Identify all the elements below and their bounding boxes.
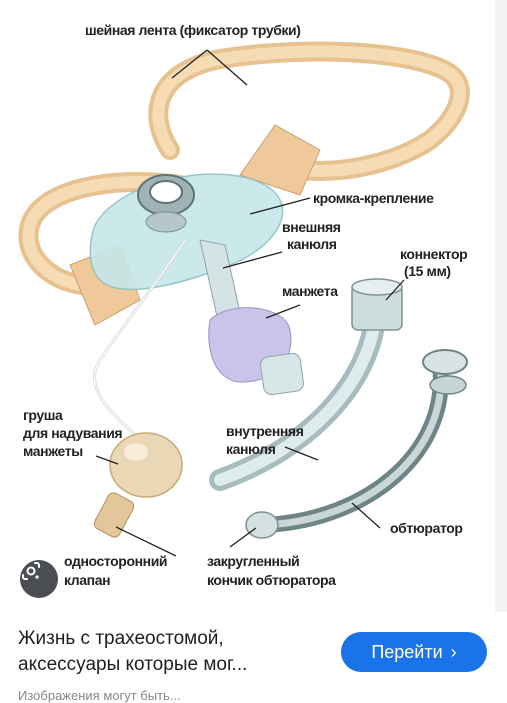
tracheostomy-diagram (0, 0, 495, 612)
pilot-balloon (109, 432, 183, 498)
obturator-tip (245, 511, 279, 539)
label-valve-1: односторонний (64, 553, 168, 569)
label-obturator: обтюратор (390, 520, 463, 536)
label-inner-cannula-1: внутренняя (226, 423, 304, 439)
visit-button-label: Перейти (371, 641, 443, 662)
flange (89, 173, 284, 291)
visit-button[interactable]: Перейти › (341, 632, 487, 672)
label-tip-1: закругленный (207, 553, 300, 569)
label-cuff: манжета (282, 283, 338, 299)
result-title-line-2: аксессуары которые мог... (18, 654, 248, 675)
label-outer-cannula-1: внешняя (282, 219, 341, 235)
label-connector-2: (15 мм) (404, 263, 451, 279)
google-lens-icon (22, 562, 40, 580)
label-connector-1: коннектор (400, 246, 468, 262)
label-inner-cannula-2: канюля (226, 441, 276, 457)
label-neck-tape: шейная лента (фиксатор трубки) (85, 22, 301, 38)
result-image[interactable]: шейная лента (фиксатор трубки) кромка-кр… (0, 0, 507, 612)
result-title[interactable]: Жизнь с трахеостомой, аксессуары которые… (18, 626, 338, 678)
google-lens-button[interactable] (20, 560, 58, 598)
label-bulb-1: груша (23, 407, 63, 423)
label-tip-2: кончик обтюратора (207, 572, 336, 588)
one-way-valve (93, 492, 135, 538)
label-valve-2: клапан (64, 572, 111, 588)
label-bulb-2: для надувания (23, 425, 123, 441)
leader-lines (95, 49, 405, 557)
image-notice: Изображения могут быть... (18, 688, 181, 703)
result-title-line-1: Жизнь с трахеостомой, (18, 628, 224, 649)
chevron-right-icon: › (450, 641, 457, 662)
tape-tab-right (239, 124, 321, 196)
label-bulb-3: манжеты (23, 443, 83, 459)
label-flange: кромка-крепление (313, 190, 434, 206)
label-outer-cannula-2: канюля (287, 236, 337, 252)
